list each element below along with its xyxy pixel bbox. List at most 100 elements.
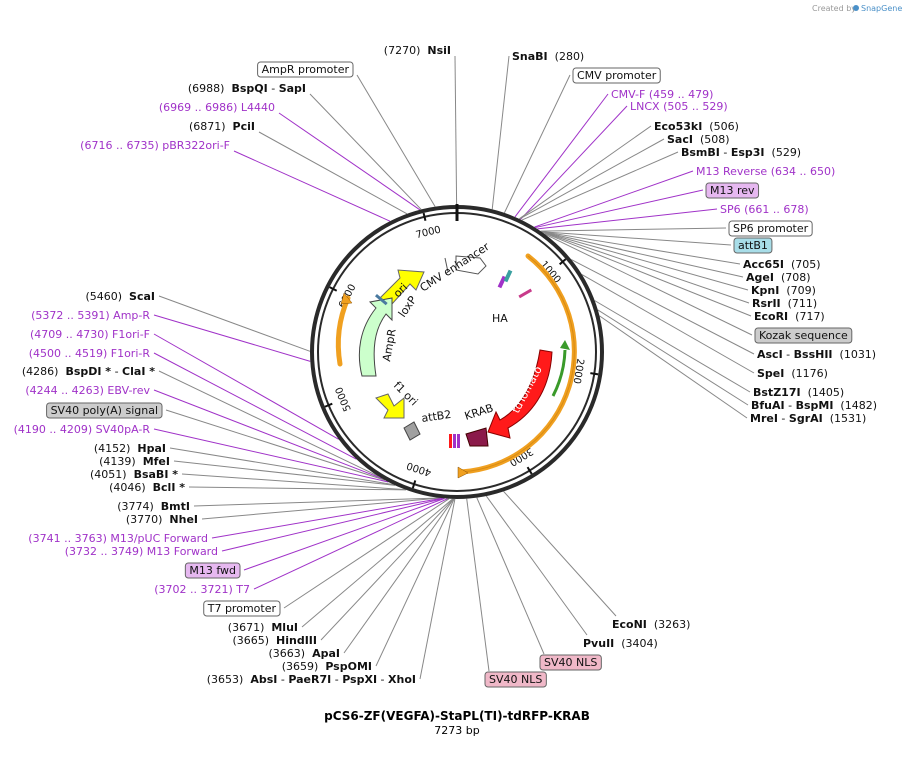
feature-label-attb2: attB2 xyxy=(421,408,452,425)
site-label: SV40 poly(A) signal xyxy=(46,402,163,419)
leader-line xyxy=(541,231,744,278)
site-label: EcoRI (717) xyxy=(754,310,825,323)
site-label: Acc65I (705) xyxy=(743,258,821,271)
leader-line xyxy=(309,93,422,210)
map-subtitle: 7273 bp xyxy=(434,724,479,737)
backbone-circle xyxy=(310,205,604,499)
primer-label: (4709 .. 4730) F1ori-F xyxy=(30,328,150,341)
leader-line xyxy=(581,274,755,374)
site-label: BstZ17I (1405) xyxy=(753,386,844,399)
label-box-text: SV40 NLS xyxy=(544,656,597,669)
feature-grey-box xyxy=(403,421,421,441)
site-label: M13 fwd xyxy=(184,562,241,579)
credit-prefix: Created by xyxy=(812,4,856,13)
enzyme-label: KpnI (709) xyxy=(751,284,816,297)
site-label: (4190 .. 4209) SV40pA-R xyxy=(14,423,151,436)
leader-line xyxy=(165,409,386,481)
site-label: (6969 .. 6986) L4440 xyxy=(159,101,275,114)
primer-label: (4500 .. 4519) F1ori-R xyxy=(29,347,151,360)
leader-line xyxy=(320,498,454,641)
site-label: M13 rev xyxy=(705,182,760,199)
site-label: SP6 (661 .. 678) xyxy=(720,203,809,216)
feature-tdtomato xyxy=(487,349,553,439)
tick-mark xyxy=(411,480,417,489)
site-label: SP6 promoter xyxy=(728,220,813,237)
primer-label: (5372 .. 5391) Amp-R xyxy=(31,309,150,322)
tick-label: 4000 xyxy=(405,459,433,477)
leader-line xyxy=(243,497,445,571)
enzyme-label: (5460) ScaI xyxy=(85,290,155,303)
site-label: SV40 NLS xyxy=(484,671,547,688)
site-label: (4046) BclI * xyxy=(109,481,185,494)
enzyme-label: BstZ17I (1405) xyxy=(753,386,844,399)
primer-label: (3702 .. 3721) T7 xyxy=(154,583,250,596)
tick-mark xyxy=(324,402,333,408)
leader-line xyxy=(518,125,652,220)
tick-mark xyxy=(559,258,567,266)
site-label: EcoNI (3263) xyxy=(612,618,690,631)
leader-line xyxy=(193,497,440,507)
leader-line xyxy=(541,231,732,246)
leader-line xyxy=(454,55,458,206)
enzyme-label: Eco53kI (506) xyxy=(654,120,739,133)
site-label: (6716 .. 6735) pBR322ori-F xyxy=(80,139,230,152)
map-title: pCS6-ZF(VEGFA)-StaPL(TI)-tdRFP-KRAB xyxy=(324,709,590,723)
label-box-text: SP6 promoter xyxy=(733,222,809,235)
label-box-text: SV40 poly(A) signal xyxy=(51,404,158,417)
leader-line xyxy=(233,150,391,222)
leader-line xyxy=(541,231,749,291)
primer-label: (4244 .. 4263) EBV-rev xyxy=(25,384,150,397)
feature-f1-ori xyxy=(375,393,405,419)
site-label: (5372 .. 5391) Amp-R xyxy=(31,309,150,322)
enzyme-label: (4152) HpaI xyxy=(94,442,166,455)
leader-line xyxy=(503,491,617,617)
site-label: BfuAI - BspMI (1482) xyxy=(751,399,877,412)
site-label: BsmBI - Esp3I (529) xyxy=(681,146,801,159)
enzyme-label: RsrII (711) xyxy=(752,297,817,310)
site-label: CMV promoter xyxy=(572,67,661,84)
enzyme-label: (3659) PspOMI xyxy=(282,660,372,673)
site-label: (3671) MluI xyxy=(228,621,298,634)
leader-line xyxy=(301,498,453,628)
feature-label-ampr: AmpR xyxy=(380,328,399,363)
site-label: (3663) ApaI xyxy=(269,647,340,660)
leader-line xyxy=(153,389,383,480)
site-label: (3732 .. 3749) M13 Forward xyxy=(65,545,218,558)
leader-line xyxy=(534,170,694,228)
tick-mark xyxy=(329,286,338,292)
feature-label-f1-ori: f1 ori xyxy=(391,379,420,408)
snapgene-logo-icon xyxy=(853,5,859,11)
credit-brand: SnapGene xyxy=(861,4,902,13)
orf-arcs xyxy=(335,253,577,479)
site-label: PvuII (3404) xyxy=(583,637,658,650)
enzyme-label: (6871) PciI xyxy=(189,120,255,133)
leader-line xyxy=(153,352,357,460)
site-label: T7 promoter xyxy=(203,600,281,617)
leader-line xyxy=(540,227,727,232)
enzyme-label: (3770) NheI xyxy=(126,513,198,526)
leader-line xyxy=(597,309,749,406)
site-label: attB1 xyxy=(733,237,773,254)
site-label: (3770) NheI xyxy=(126,513,198,526)
tick-label: 5000 xyxy=(334,385,354,413)
leader-line xyxy=(158,295,311,352)
feature-krab xyxy=(465,427,489,447)
site-label: AmpR promoter xyxy=(257,61,354,78)
enzyme-label: (4139) MfeI xyxy=(99,455,170,468)
site-label: SV40 NLS xyxy=(539,654,602,671)
label-box-text: M13 fwd xyxy=(189,564,236,577)
primer-label: (3732 .. 3749) M13 Forward xyxy=(65,545,218,558)
leader-line xyxy=(153,428,389,483)
site-label: RsrII (711) xyxy=(752,297,817,310)
leader-line xyxy=(173,460,396,486)
site-label: AscI - BssHII (1031) xyxy=(757,348,876,361)
site-label: SnaBI (280) xyxy=(512,50,584,63)
leader-line xyxy=(158,370,379,477)
leader-line xyxy=(419,498,456,680)
site-label: (3774) BmtI xyxy=(117,500,190,513)
leader-line xyxy=(594,300,751,393)
leader-line xyxy=(503,74,571,214)
primer-label: CMV-F (459 .. 479) xyxy=(611,88,713,101)
site-label: (3702 .. 3721) T7 xyxy=(154,583,250,596)
